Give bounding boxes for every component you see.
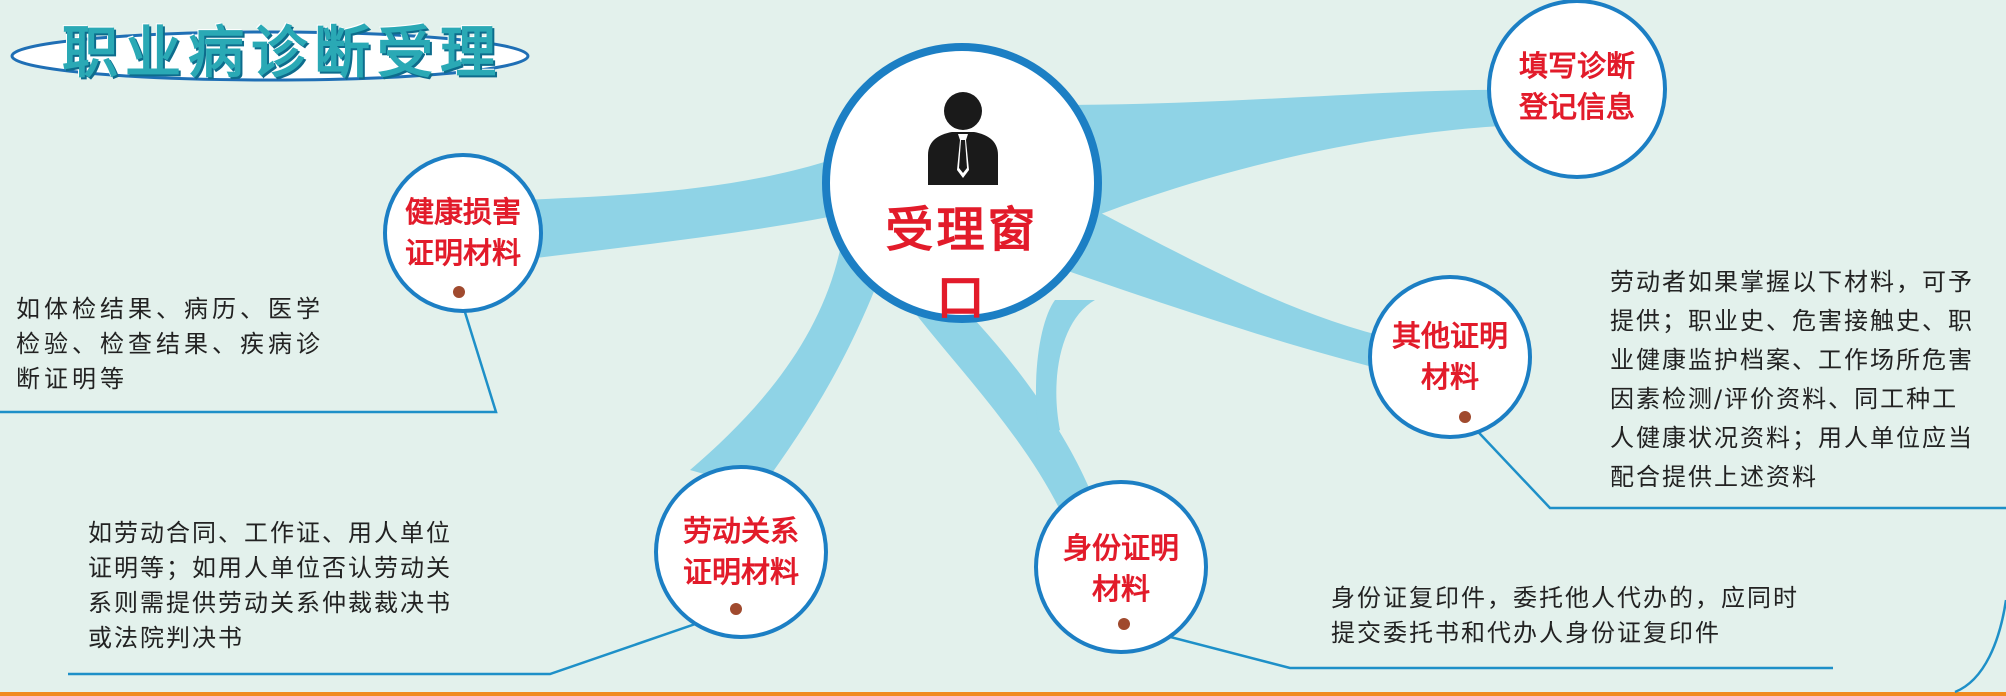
- fill-info-line-1: 填写诊断: [1518, 49, 1635, 83]
- dots: [453, 286, 1471, 630]
- other-node: 其他证明 材料: [1350, 316, 1550, 398]
- identity-description: 身份证复印件，委托他人代办的，应同时 提交委托书和代办人身份证复印件: [1331, 581, 1799, 651]
- health-damage-desc-line-2: 检验、检查结果、疾病诊: [16, 330, 324, 358]
- labor-relation-circle: [654, 465, 828, 639]
- branch-to-other: [1065, 210, 1450, 385]
- branch-to-identity: [905, 280, 1090, 510]
- labor-relation-node: 劳动关系 证明材料: [641, 511, 841, 593]
- identity-node: 身份证明 材料: [1021, 528, 1221, 610]
- identity-desc-line-2: 提交委托书和代办人身份证复印件: [1331, 619, 1721, 647]
- connector-identity: [1123, 623, 1833, 670]
- other-description: 劳动者如果掌握以下材料，可予 提供；职业史、危害接触史、职 业健康监护档案、工作…: [1610, 263, 1974, 497]
- labor-relation-line-2: 证明材料: [682, 555, 799, 590]
- health-damage-node: 健康损害 证明材料: [363, 192, 563, 274]
- identity-line-1: 身份证明: [1062, 531, 1179, 565]
- connector-health-damage: [0, 292, 498, 414]
- identity-circle: [1034, 480, 1208, 654]
- health-damage-line-2: 证明材料: [404, 236, 521, 271]
- labor-relation-desc-line-3: 系则需提供劳动关系仲裁裁决书: [88, 589, 452, 617]
- person-icon: [928, 92, 998, 185]
- fill-info-circle: [1487, 0, 1667, 179]
- other-desc-line-3: 业健康监护档案、工作场所危害: [1610, 346, 1974, 374]
- fill-info-line-2: 登记信息: [1518, 90, 1635, 125]
- connector-labor-relation: [68, 608, 737, 676]
- dot-other: [1459, 411, 1471, 423]
- fill-info-node: 填写诊断 登记信息: [1477, 46, 1677, 128]
- identity-line-2: 材料: [1091, 572, 1150, 607]
- health-damage-description: 如体检结果、病历、医学 检验、检查结果、疾病诊 断证明等: [16, 292, 324, 397]
- labor-relation-desc-line-4: 或法院判决书: [88, 624, 244, 652]
- other-desc-line-6: 配合提供上述资料: [1610, 463, 1818, 491]
- labor-relation-desc-line-1: 如劳动合同、工作证、用人单位: [88, 519, 452, 547]
- branch-to-fill-info: [1055, 89, 1520, 230]
- corner-curve: [1954, 599, 2006, 694]
- branches: [520, 89, 1520, 510]
- health-damage-line-1: 健康损害: [404, 195, 521, 229]
- other-desc-line-4: 因素检测/评价资料、同工种工: [1610, 385, 1959, 413]
- health-damage-desc-line-1: 如体检结果、病历、医学: [16, 295, 324, 323]
- connector-other: [1464, 417, 2006, 510]
- circles: [383, 0, 1667, 654]
- center-label: 受理窗口: [885, 202, 1039, 327]
- other-desc-line-2: 提供；职业史、危害接触史、职: [1610, 307, 1974, 335]
- other-circle: [1368, 275, 1532, 439]
- other-desc-line-5: 人健康状况资料；用人单位应当: [1610, 424, 1974, 452]
- dot-health-damage: [453, 286, 465, 298]
- page-title: 职业病诊断受理: [62, 21, 503, 86]
- other-line-2: 材料: [1420, 360, 1479, 395]
- dot-labor-relation: [730, 603, 742, 615]
- identity-desc-line-1: 身份证复印件，委托他人代办的，应同时: [1331, 584, 1799, 612]
- dot-identity: [1118, 618, 1130, 630]
- other-line-1: 其他证明: [1391, 319, 1508, 353]
- branch-spur: [1035, 300, 1095, 440]
- title-banner: [10, 30, 530, 82]
- labor-relation-line-1: 劳动关系: [682, 514, 799, 548]
- health-damage-desc-line-3: 断证明等: [16, 365, 128, 393]
- labor-relation-description: 如劳动合同、工作证、用人单位 证明等；如用人单位否认劳动关 系则需提供劳动关系仲…: [88, 516, 452, 656]
- labor-relation-desc-line-2: 证明等；如用人单位否认劳动关: [88, 554, 452, 582]
- connectors: [0, 292, 2006, 676]
- health-damage-circle: [383, 153, 543, 313]
- branch-to-labor-relation: [690, 250, 890, 490]
- branch-to-health-damage: [520, 140, 885, 260]
- other-desc-line-1: 劳动者如果掌握以下材料，可予: [1610, 268, 1974, 296]
